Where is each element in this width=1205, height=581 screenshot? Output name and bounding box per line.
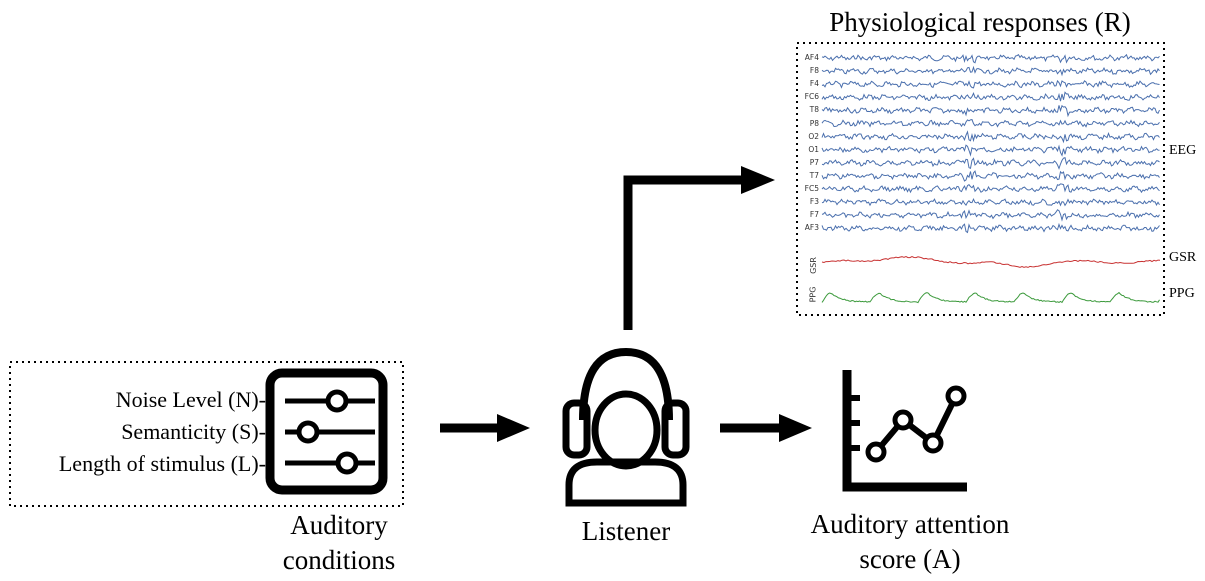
eeg-trace-af4 — [821, 53, 1160, 64]
eeg-trace-fc5 — [821, 183, 1160, 194]
eeg-channel-label: F7 — [809, 210, 819, 220]
eeg-channel-label: T7 — [809, 170, 819, 180]
sliders-icon — [265, 368, 388, 495]
eeg-trace-p8 — [821, 119, 1160, 128]
eeg-channel-label: O2 — [808, 131, 819, 141]
arrow-to-listener — [440, 414, 530, 442]
ppg-trace — [821, 291, 1160, 304]
responses-title: Physiological responses (R) — [829, 7, 1131, 37]
eeg-trace-f4 — [821, 79, 1160, 89]
gsr-ppg-traces — [821, 255, 1161, 304]
arrow-to-responses — [623, 166, 775, 330]
ppg-label: PPG — [1169, 286, 1195, 301]
eeg-channel-label: P8 — [809, 118, 819, 128]
noise-level-label: Noise Level (N)- — [115, 387, 266, 412]
eeg-trace-t8 — [821, 104, 1160, 118]
eeg-trace-o2 — [821, 130, 1160, 144]
responses-box — [796, 42, 1165, 316]
conditions-caption-2: conditions — [282, 545, 396, 575]
listener-caption: Listener — [581, 516, 671, 546]
eeg-trace-p7 — [821, 157, 1160, 170]
eeg-channel-label: O1 — [808, 144, 819, 154]
score-caption-2: score (A) — [859, 544, 961, 574]
eeg-trace-f8 — [821, 65, 1160, 77]
eeg-channel-label: T8 — [809, 105, 819, 115]
eeg-traces — [821, 53, 1160, 234]
eeg-channel-label: FC5 — [804, 184, 819, 193]
eeg-trace-f3 — [821, 197, 1160, 207]
eeg-channel-label: FC6 — [804, 92, 819, 102]
gsr-label: GSR — [1169, 250, 1197, 265]
eeg-trace-fc6 — [821, 91, 1160, 102]
arrow-to-score — [720, 414, 812, 442]
eeg-trace-af3 — [821, 222, 1160, 234]
eeg-trace-o1 — [821, 144, 1160, 157]
semanticity-label: Semanticity (S)- — [121, 419, 266, 444]
ppg-axis-label: PPG — [808, 286, 818, 303]
length-label: Length of stimulus (L)- — [58, 451, 266, 476]
eeg-channel-label: P7 — [809, 157, 819, 167]
eeg-trace-f7 — [821, 209, 1160, 222]
eeg-trace-t7 — [821, 170, 1160, 182]
conditions-box — [9, 361, 404, 507]
score-caption-1: Auditory attention — [810, 509, 1010, 539]
eeg-channel-label: F8 — [809, 66, 819, 76]
line-chart-icon — [842, 370, 967, 492]
headphones-listener-icon — [562, 347, 690, 507]
conditions-caption-1: Auditory — [290, 510, 388, 540]
eeg-label: EEG — [1169, 143, 1197, 158]
gsr-trace — [821, 255, 1161, 268]
gsr-axis-label: GSR — [808, 257, 818, 274]
eeg-channel-label: AF3 — [804, 223, 819, 233]
eeg-channel-label: AF4 — [804, 53, 819, 62]
eeg-channel-label: F3 — [809, 197, 819, 207]
eeg-channel-label: F4 — [809, 79, 819, 89]
